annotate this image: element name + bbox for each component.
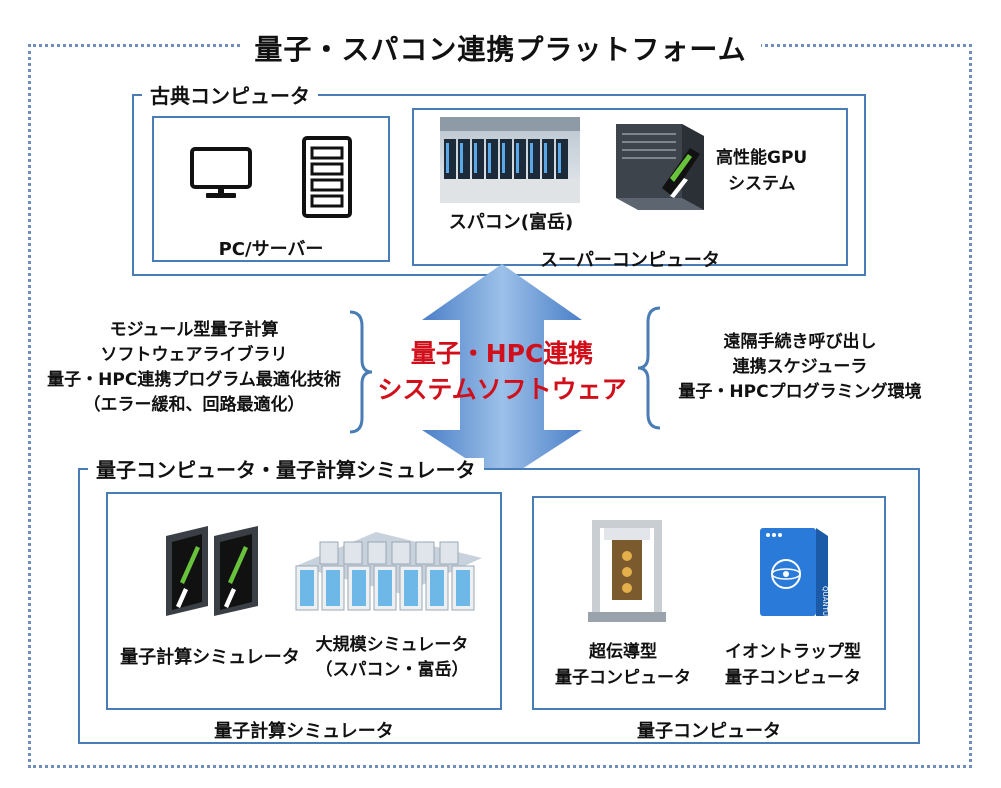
sc-caption-line1: 超伝導型 [589,642,657,662]
qc-box-caption: 量子コンピュータ [637,721,781,742]
center-line2: システムソフトウェア [377,375,627,404]
left-feature-item: モジュール型量子計算 [109,320,279,340]
ion-caption-line2: 量子コンピュータ [725,668,861,688]
platform-title: 量子・スパコン連携プラットフォーム [240,33,761,66]
large-simulator-icon [295,532,482,611]
double-arrow-icon [422,264,582,482]
superconducting-qc-icon [588,520,666,622]
supercomputer-caption: スーパーコンピュータ [540,250,720,271]
gpu-server-icon [616,124,704,210]
right-feature-item: 連携スケジューラ [732,357,868,377]
quantum-word: QUANTUM [821,586,829,618]
fugaku-photo [440,117,580,203]
left-feature-list: モジュール型量子計算 ソフトウェアライブラリ 量子・HPC連携プログラム最適化技… [40,318,348,418]
sim-caption: 量子計算シミュレータ [120,647,300,668]
quantum-label-wrap: 量子コンピュータ・量子計算シミュレータ [88,454,484,483]
left-brace-icon [637,306,661,430]
left-feature-item: 量子・HPC連携プログラム最適化技術 [47,370,341,390]
right-feature-list: 遠隔手続き呼び出し 連携スケジューラ 量子・HPCプログラミング環境 [664,330,936,405]
classical-label-wrap: 古典コンピュータ [142,80,318,109]
gpu-caption-line1: 高性能GPU [716,148,808,168]
large-sim-caption-line2: （スパコン・富岳） [315,660,469,680]
monitor-icon [190,147,252,198]
right-feature-item: 遠隔手続き呼び出し [723,332,877,352]
quantum-label: 量子コンピュータ・量子計算シミュレータ [88,458,484,482]
server-icon [302,136,352,218]
ion-trap-qc-icon: QUANTUM [760,528,829,618]
ion-caption-line1: イオントラップ型 [725,642,861,662]
right-brace-icon [349,310,373,434]
pc-server-caption: PC/サーバー [218,239,324,260]
fugaku-caption: スパコン(富岳) [448,212,574,233]
left-feature-item: ソフトウェアライブラリ [100,345,288,365]
right-feature-item: 量子・HPCプログラミング環境 [678,382,922,402]
left-feature-item: （エラー緩和、回路最適化） [83,395,305,415]
classical-label: 古典コンピュータ [142,84,318,108]
sc-caption-line2: 量子コンピュータ [555,668,691,688]
simulator-server-icon [166,526,258,616]
gpu-caption-line2: システム [728,174,796,194]
large-sim-caption-line1: 大規模シミュレータ [315,635,469,655]
platform-title-wrap: 量子・スパコン連携プラットフォーム [0,28,1001,68]
center-line1: 量子・HPC連携 [410,339,594,368]
sim-box-caption: 量子計算シミュレータ [214,721,394,742]
